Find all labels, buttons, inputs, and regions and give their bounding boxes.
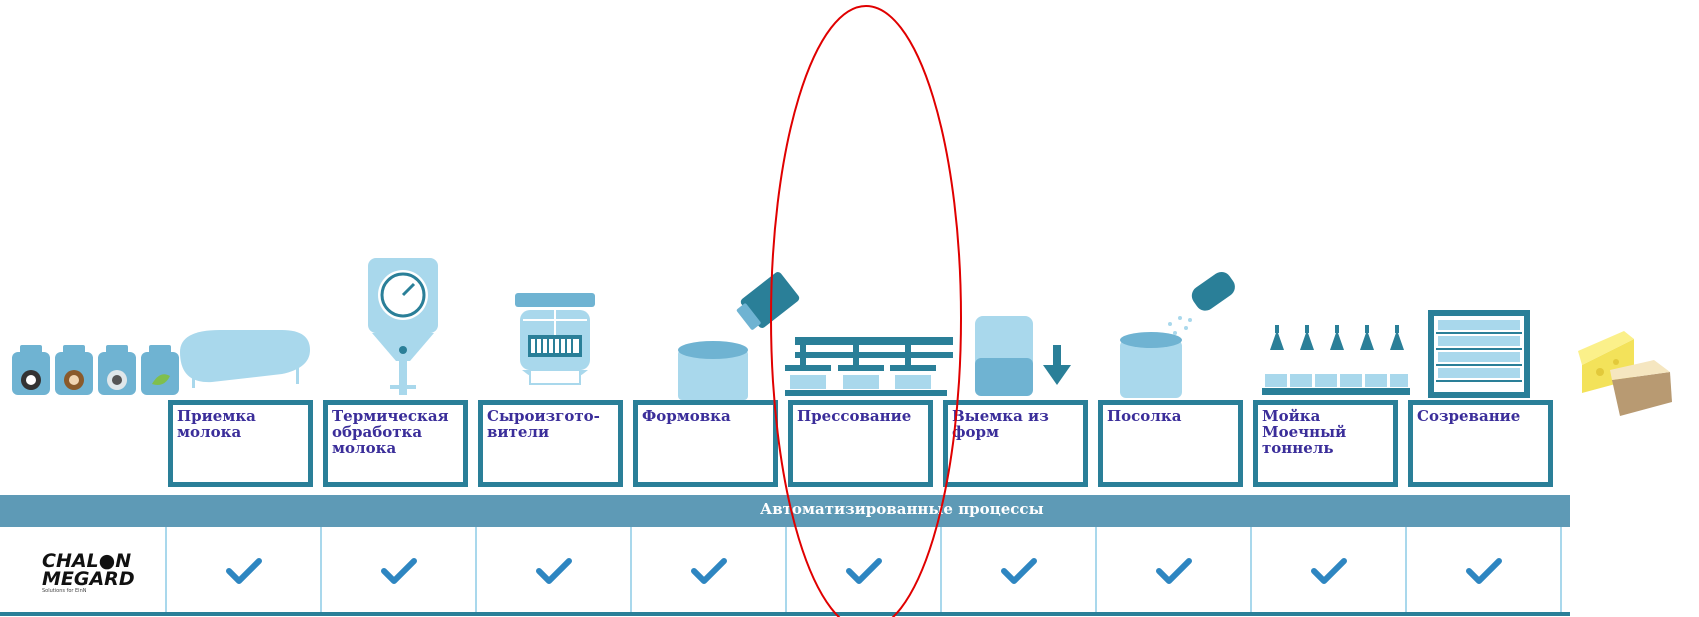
press-icon bbox=[785, 337, 953, 396]
check-icon bbox=[691, 558, 727, 584]
check-cell bbox=[940, 527, 1095, 613]
stage-box-cheese-vats: Сыроизгото- вители bbox=[478, 400, 623, 487]
stage-label: Мойка Моечный тоннель bbox=[1258, 405, 1393, 482]
stage-box-moulding: Формовка bbox=[633, 400, 778, 487]
milk-tank-icon bbox=[180, 330, 310, 388]
check-cell bbox=[1405, 527, 1560, 613]
check-icon bbox=[1466, 558, 1502, 584]
logo-line-1: CHAL●N bbox=[42, 550, 132, 572]
milk-cans-icon bbox=[12, 345, 179, 395]
stage-label: Формовка bbox=[638, 405, 773, 482]
stage-box-heat-treatment: Термическая обработка молока bbox=[323, 400, 468, 487]
stage-box-washing: Мойка Моечный тоннель bbox=[1253, 400, 1398, 487]
stage-box-ripening: Созревание bbox=[1408, 400, 1553, 487]
check-cell bbox=[785, 527, 940, 613]
stage-label: Прессование bbox=[793, 405, 928, 482]
check-row bbox=[0, 527, 1570, 615]
check-cell-end bbox=[1560, 527, 1570, 613]
check-icon bbox=[1311, 558, 1347, 584]
check-icon bbox=[381, 558, 417, 584]
washing-tunnel-icon bbox=[1262, 325, 1410, 395]
check-icon bbox=[536, 558, 572, 584]
check-icon bbox=[1001, 558, 1037, 584]
cheese-vat-icon bbox=[515, 293, 595, 385]
moulding-icon bbox=[678, 272, 800, 400]
logo-tagline: Solutions for ElnN bbox=[42, 588, 87, 594]
stage-label: Приемка молока bbox=[173, 405, 308, 482]
stage-box-salting: Посолка bbox=[1098, 400, 1243, 487]
check-icon bbox=[226, 558, 262, 584]
check-icon bbox=[846, 558, 882, 584]
ripening-rack-icon bbox=[1428, 310, 1530, 398]
stage-box-pressing: Прессование bbox=[788, 400, 933, 487]
stage-box-demoulding: Выемка из форм bbox=[943, 400, 1088, 487]
check-cell bbox=[1250, 527, 1405, 613]
pasteurizer-icon bbox=[368, 258, 438, 395]
automation-band-label: Автоматизированные процессы bbox=[760, 500, 1044, 518]
check-cell bbox=[475, 527, 630, 613]
stage-box-milk-reception: Приемка молока bbox=[168, 400, 313, 487]
chalon-megard-logo: CHAL●N MEGARD Solutions for ElnN bbox=[42, 552, 152, 602]
check-cell bbox=[630, 527, 785, 613]
logo-line-2: MEGARD bbox=[42, 568, 135, 590]
cheese-icon bbox=[1578, 331, 1672, 416]
salting-icon bbox=[1120, 271, 1235, 398]
check-icon bbox=[1156, 558, 1192, 584]
stage-label: Термическая обработка молока bbox=[328, 405, 463, 482]
check-cell bbox=[165, 527, 320, 613]
row-bottom-rule bbox=[0, 612, 1570, 616]
stage-label: Посолка bbox=[1103, 405, 1238, 482]
stage-label: Созревание bbox=[1413, 405, 1548, 482]
stage-label: Выемка из форм bbox=[948, 405, 1083, 482]
check-cell bbox=[1095, 527, 1250, 613]
stage-label: Сыроизгото- вители bbox=[483, 405, 618, 482]
demoulding-icon bbox=[975, 316, 1071, 396]
check-cell bbox=[320, 527, 475, 613]
